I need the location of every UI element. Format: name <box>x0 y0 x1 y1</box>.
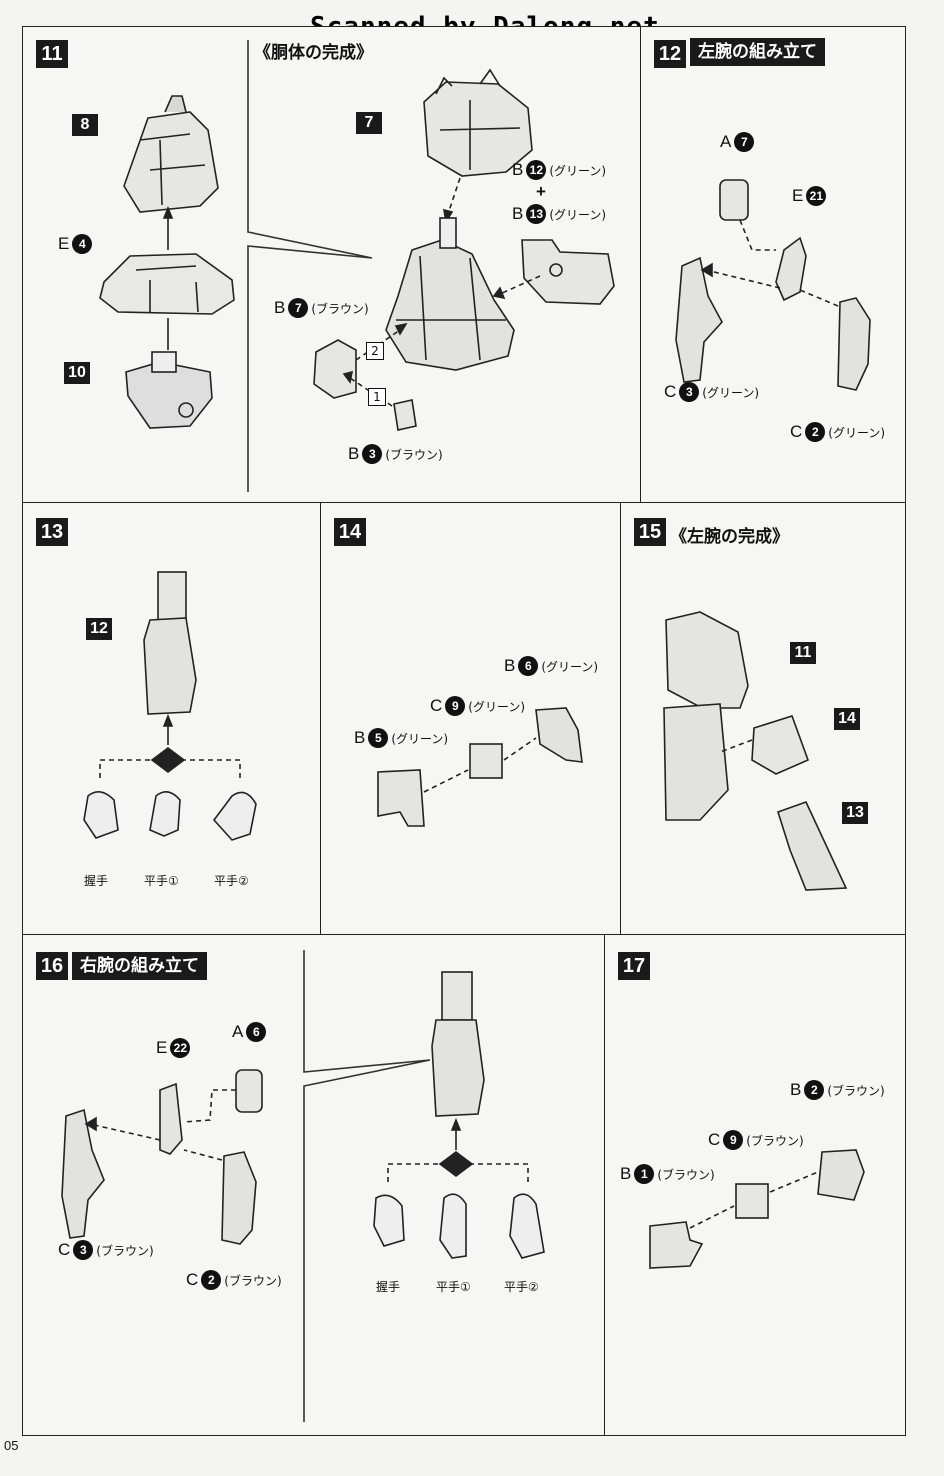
step-15-subtitle: 《左腕の完成》 <box>670 527 789 547</box>
plus-sign: + <box>536 182 546 201</box>
panel-step-16 <box>22 934 606 1436</box>
step12-drawing <box>675 179 871 391</box>
ref-tag-12: 12 <box>86 618 112 640</box>
step16-drawing <box>61 950 545 1422</box>
ref-tag-14: 14 <box>834 708 860 730</box>
step-number-11: 11 <box>36 40 68 68</box>
ref-tag-10: 10 <box>64 362 90 384</box>
order-box-1: 1 <box>368 388 386 406</box>
step-number-16: 16 <box>36 952 68 980</box>
hand-label-open1: 平手① <box>144 874 179 888</box>
step-11-subtitle: 《胴体の完成》 <box>254 43 373 63</box>
step-number-13: 13 <box>36 518 68 546</box>
order-box-2: 2 <box>366 342 384 360</box>
page-number: 05 <box>4 1438 19 1453</box>
step-12-title: 左腕の組み立て <box>690 38 825 66</box>
step-number-15: 15 <box>634 518 666 546</box>
ref-tag-13: 13 <box>842 802 868 824</box>
hand-label-open1-right: 平手① <box>436 1280 471 1294</box>
step-number-12: 12 <box>654 40 686 68</box>
step-16-title: 右腕の組み立て <box>72 952 207 980</box>
ref-tag-7: 7 <box>356 112 382 134</box>
step-number-17: 17 <box>618 952 650 980</box>
hand-label-grip: 握手 <box>84 874 109 888</box>
step15-drawing <box>663 611 848 891</box>
ref-tag-8: 8 <box>72 114 98 136</box>
hand-label-grip-right: 握手 <box>376 1280 401 1294</box>
hand-label-open2-right: 平手② <box>504 1280 539 1294</box>
hand-label-open2: 平手② <box>214 874 249 888</box>
step17-drawing <box>649 1149 865 1269</box>
step13-drawing <box>83 571 257 841</box>
step11-drawing <box>99 40 615 492</box>
step14-drawing <box>377 707 583 827</box>
ref-tag-11: 11 <box>790 642 816 664</box>
step-number-14: 14 <box>334 518 366 546</box>
